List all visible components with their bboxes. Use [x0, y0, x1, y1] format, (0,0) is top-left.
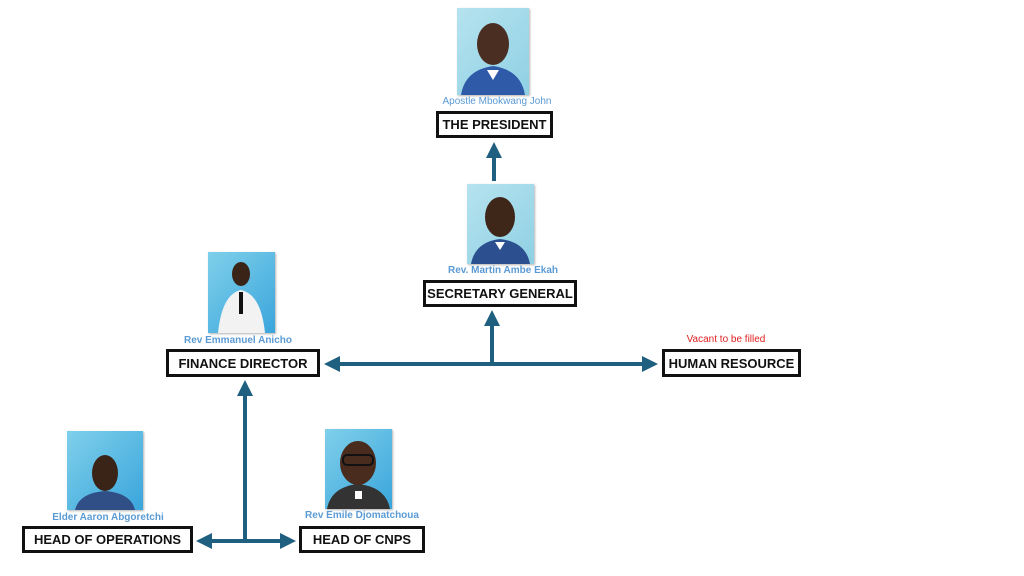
finance-photo	[208, 252, 275, 333]
secretary-name: Rev. Martin Ambe Ekah	[447, 265, 559, 276]
operations-box: HEAD OF OPERATIONS	[22, 526, 193, 553]
hr-vacancy-note: Vacant to be filled	[686, 334, 766, 345]
secretary-photo	[467, 184, 534, 264]
finance-box: FINANCE DIRECTOR	[166, 349, 320, 377]
cnps-photo	[325, 429, 392, 509]
cnps-name: Rev Emile Djomatchoua	[305, 510, 419, 521]
operations-photo	[67, 431, 143, 510]
president-box: THE PRESIDENT	[436, 111, 553, 138]
cnps-box: HEAD OF CNPS	[299, 526, 425, 553]
secretary-box: SECRETARY GENERAL	[423, 280, 577, 307]
finance-name: Rev Emmanuel Anicho	[184, 335, 292, 346]
hr-box: HUMAN RESOURCE	[662, 349, 801, 377]
president-name: Apostle Mbokwang John	[442, 96, 552, 107]
operations-name: Elder Aaron Abgoretchi	[52, 512, 164, 523]
president-photo	[457, 8, 529, 95]
